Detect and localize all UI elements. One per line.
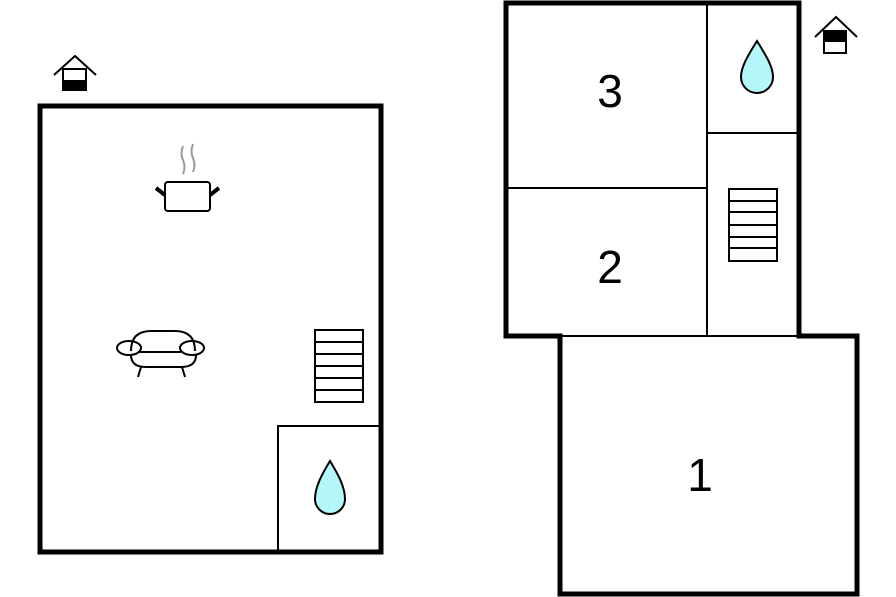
upper-floor: 3 2 1 [503,0,860,597]
ground-floor-outline [37,103,384,555]
room-label-2: 2 [597,241,623,293]
sofa-icon [116,330,205,378]
upper-floor-outline [503,0,860,597]
cooking-pot-icon [154,143,221,212]
bathroom-drop-icon [739,39,775,94]
floor-indicator-upper-icon [814,15,858,54]
ground-floor [37,54,384,555]
bathroom-drop-icon [313,459,347,515]
stairs-icon [728,188,778,262]
stairs-icon [314,329,364,403]
floor-indicator-ground-icon [53,54,97,91]
room-label-1: 1 [687,449,713,501]
bathroom-wall [277,425,381,552]
room-label-3: 3 [597,65,623,117]
